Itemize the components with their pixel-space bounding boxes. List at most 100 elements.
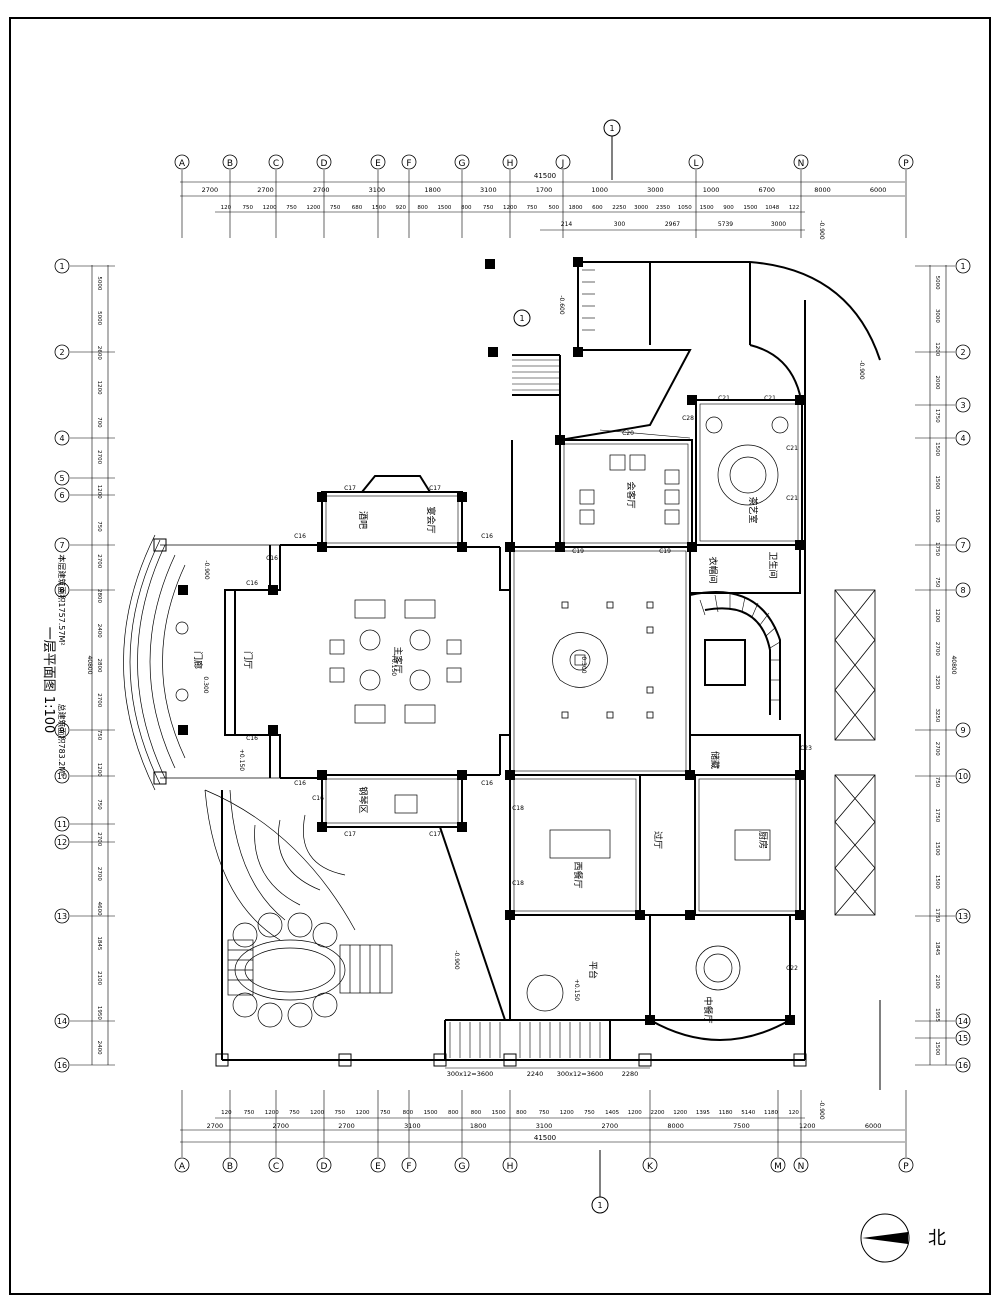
dimension-label: 3250: [934, 675, 940, 689]
dimension-label: 2700: [934, 642, 940, 656]
grid-label-right: 16: [958, 1061, 968, 1070]
window-tag: C20: [622, 430, 634, 437]
dimension-label: 1200: [934, 609, 940, 623]
terrace-stairs: [449, 1022, 601, 1058]
grid-bubble-left: [54, 582, 70, 598]
dimension-label: 750: [96, 799, 102, 810]
column: [646, 601, 654, 609]
dimension-label: 700: [96, 417, 102, 428]
dimension-label: 750: [934, 577, 940, 588]
dimension-label: 1200: [96, 763, 102, 777]
title-block: 一层平面图 1:100 本层建筑面积1757.57M² 总建筑面积783.2M²: [41, 554, 67, 776]
room-label: 门厅: [242, 651, 254, 669]
pier: [153, 771, 167, 785]
dimension-label: 1955: [934, 1008, 940, 1022]
dimension-label: 2700: [934, 742, 940, 756]
column: [505, 770, 515, 780]
grid-label-bottom: N: [798, 1162, 805, 1172]
dimension-label: 500: [548, 205, 559, 211]
dimension-label: 750: [539, 1110, 550, 1116]
dimension-label: 2600: [96, 346, 102, 360]
grid-label-top: J: [561, 159, 565, 169]
dimension-label: 5140: [741, 1110, 755, 1116]
grid-label-right: 8: [960, 586, 965, 595]
pier: [638, 1053, 652, 1067]
grid-bubble-right: [955, 908, 971, 924]
dimension-label: 1500: [934, 842, 940, 856]
window-tag: C21: [786, 445, 798, 452]
dimension-label: 1700: [536, 186, 553, 194]
column: [646, 626, 654, 634]
level-label: -0.900: [818, 1100, 825, 1120]
column: [635, 910, 645, 920]
window-tag: C16: [294, 780, 306, 787]
garden-path: [204, 789, 393, 1028]
dimension-label: 2350: [656, 205, 670, 211]
dimension-label: 300: [614, 221, 626, 228]
grid-bubble-bottom: [401, 1157, 417, 1173]
column: [485, 259, 495, 269]
column: [268, 585, 278, 595]
level-label: -0.900: [453, 950, 460, 970]
dimension-label: 750: [96, 730, 102, 741]
column: [795, 910, 805, 920]
window-tag: C16: [294, 533, 306, 540]
grid-bubble-right: [955, 258, 971, 274]
window-tag: C17: [429, 831, 441, 838]
dimension-label: 1500: [934, 875, 940, 889]
window-tag: C16: [312, 795, 324, 802]
grid-bubble-top: [555, 154, 571, 170]
dimension-label: 1200: [673, 1110, 687, 1116]
grid-bubble-bottom: [793, 1157, 809, 1173]
grid-label-bottom: P: [903, 1162, 909, 1172]
room-label: 中餐厅: [702, 996, 714, 1023]
dimension-label: 2967: [665, 221, 680, 228]
dimension-label: 120: [788, 1110, 799, 1116]
dimension-label: 3100: [404, 1122, 421, 1130]
grid-bubble-left: [54, 722, 70, 738]
dimension-label: 2700: [96, 693, 102, 707]
room-label: 酒吧: [357, 511, 368, 529]
column: [178, 585, 188, 595]
dimension-label: 1395: [696, 1110, 710, 1116]
window-tag: C18: [512, 880, 524, 887]
grid-label-top: L: [693, 159, 698, 169]
dimension-label: 750: [330, 205, 341, 211]
grid-label-bottom: B: [227, 1162, 233, 1172]
grid-label-right: 1: [960, 262, 965, 271]
stair-dimension: 300x12=3600: [447, 1070, 494, 1078]
dimension-label: 1500: [934, 1041, 940, 1055]
grid-label-bottom: H: [507, 1162, 514, 1172]
grid-label-left: 5: [59, 474, 64, 483]
grid-bubble-right: [955, 582, 971, 598]
grid-label-right: 15: [958, 1034, 968, 1043]
dimension-label: 120: [221, 205, 232, 211]
dimension-label: 4600: [96, 902, 102, 916]
dimension-label: 2000: [934, 376, 940, 390]
grid-label-top: F: [406, 159, 411, 169]
column: [606, 711, 614, 719]
dimension-label: 2250: [612, 205, 626, 211]
window-tag: C17: [344, 485, 356, 492]
dimension-label: 750: [527, 205, 538, 211]
grid-bubble-top: [268, 154, 284, 170]
section-marker-mid: 1: [519, 314, 524, 323]
dimension-label: 800: [461, 205, 472, 211]
dimension-label: 1200: [799, 1122, 816, 1130]
column: [555, 542, 565, 552]
column: [561, 711, 569, 719]
grid-bubble-left: [54, 430, 70, 446]
dimension-label: 1500: [424, 1110, 438, 1116]
room-label: 厨房: [757, 831, 769, 849]
grid-bubble-top: [174, 154, 190, 170]
room-label: 过厅: [652, 831, 664, 849]
grid-label-left: 8: [59, 586, 64, 595]
dimension-label: 1500: [372, 205, 386, 211]
room-label: 钢琴区: [357, 786, 369, 813]
dimension-label: 1180: [719, 1110, 733, 1116]
dimension-label: 2700: [96, 450, 102, 464]
grid-bubble-left: [54, 344, 70, 360]
portico-steps: [123, 534, 280, 791]
